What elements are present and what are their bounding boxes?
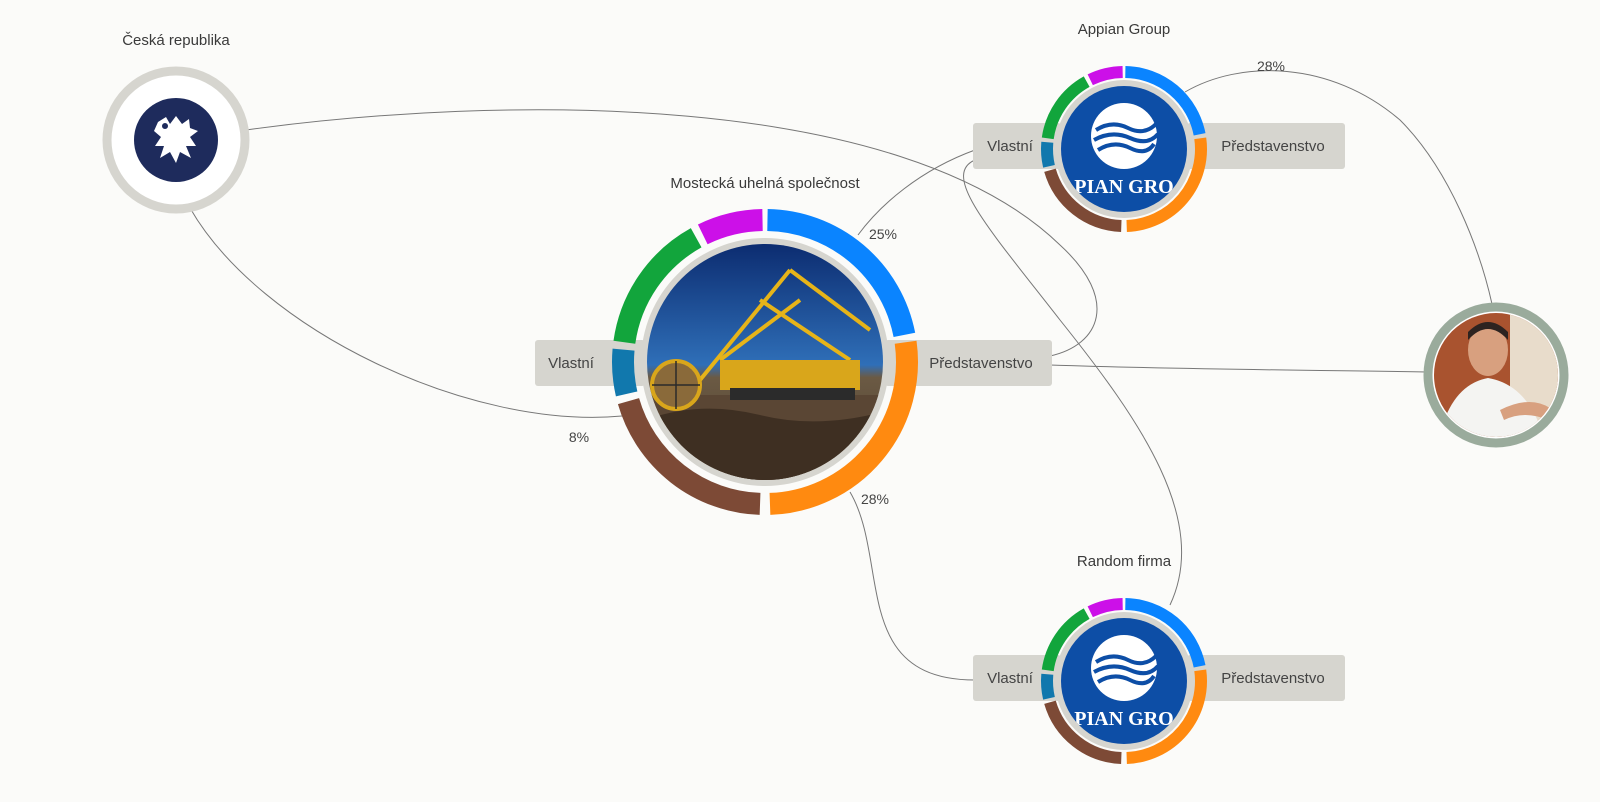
ring-segment-magenta bbox=[697, 209, 763, 245]
wave-logo-icon: PIAN GRO bbox=[1061, 86, 1187, 212]
ring-segment-orange bbox=[1126, 137, 1207, 232]
tab-left-label: Vlastní bbox=[987, 670, 1034, 687]
ring-segment-brown bbox=[1044, 700, 1122, 764]
node-title: Random firma bbox=[1077, 553, 1172, 570]
edge-label-appian-person: 28% bbox=[1257, 58, 1285, 74]
ring-segments bbox=[1041, 598, 1207, 764]
person-avatar bbox=[1434, 313, 1558, 437]
node-title: Česká republika bbox=[122, 32, 230, 49]
tab-left-label: Vlastní bbox=[548, 355, 595, 372]
ring-segment-teal bbox=[1041, 673, 1055, 700]
ring-segment-brown bbox=[1044, 168, 1122, 232]
ring-segment-teal bbox=[612, 348, 638, 397]
ring-segment-magenta bbox=[1087, 598, 1123, 618]
edges bbox=[189, 70, 1493, 681]
ring-segment-teal bbox=[1041, 141, 1055, 168]
wave-logo-icon: PIAN GRO bbox=[1061, 618, 1187, 744]
node-title: Appian Group bbox=[1078, 21, 1171, 38]
ring-segments bbox=[1041, 66, 1207, 232]
lion-emblem-icon bbox=[134, 98, 218, 182]
ring-segment-green bbox=[1041, 76, 1090, 140]
tab-right-label: Představenstvo bbox=[929, 355, 1032, 372]
tab-right-appian[interactable]: Představenstvo bbox=[1187, 123, 1345, 169]
logo-text: PIAN GRO bbox=[1074, 176, 1173, 198]
node-random[interactable]: Random firma Vlastní Představenstvo PIAN… bbox=[973, 553, 1345, 764]
edge-state-right[interactable] bbox=[245, 109, 1098, 357]
tab-left-label: Vlastní bbox=[987, 138, 1034, 155]
edge-label-mine-random: 28% bbox=[861, 491, 889, 507]
ring-segment-orange bbox=[1126, 669, 1207, 764]
edge-label-mine-appian: 25% bbox=[869, 226, 897, 242]
tab-left-appian[interactable]: Vlastní bbox=[973, 123, 1061, 169]
tab-right-random[interactable]: Představenstvo bbox=[1187, 655, 1345, 701]
node-state[interactable]: Česká republika bbox=[102, 32, 250, 214]
ring-segment-blue bbox=[1125, 66, 1206, 136]
tab-right-label: Představenstvo bbox=[1221, 138, 1324, 155]
ring-segment-orange bbox=[769, 340, 918, 515]
edge-label-state-mine: 8% bbox=[569, 429, 589, 445]
edge-mine-random[interactable] bbox=[849, 491, 976, 681]
logo-text: PIAN GRO bbox=[1074, 708, 1173, 730]
tab-right-label: Představenstvo bbox=[1221, 670, 1324, 687]
tab-left-random[interactable]: Vlastní bbox=[973, 655, 1061, 701]
ring-segment-brown bbox=[617, 397, 761, 515]
ring-segments bbox=[612, 209, 918, 515]
edge-state-mine[interactable] bbox=[189, 207, 623, 418]
tab-right-mine[interactable]: Představenstvo bbox=[885, 340, 1052, 386]
edge-labels: 8% 25% 28% 28% bbox=[569, 58, 1285, 507]
edge-appian-random[interactable] bbox=[963, 159, 1183, 606]
ring-segment-magenta bbox=[1087, 66, 1123, 86]
edge-mine-appian[interactable] bbox=[857, 149, 976, 236]
ring-segment-green bbox=[613, 228, 702, 345]
node-mine[interactable]: Mostecká uhelná společnost Vlastní Předs… bbox=[535, 175, 1052, 515]
node-person[interactable] bbox=[1423, 302, 1569, 448]
node-title: Mostecká uhelná společnost bbox=[670, 175, 860, 192]
ring-segment-blue bbox=[1125, 598, 1206, 668]
node-appian[interactable]: Appian Group Vlastní Představenstvo PIAN… bbox=[973, 21, 1345, 232]
edge-mine-person[interactable] bbox=[1049, 364, 1428, 373]
edge-appian-person[interactable] bbox=[1184, 70, 1493, 305]
ring-segment-green bbox=[1041, 608, 1090, 672]
ring-segment-blue bbox=[767, 209, 916, 338]
